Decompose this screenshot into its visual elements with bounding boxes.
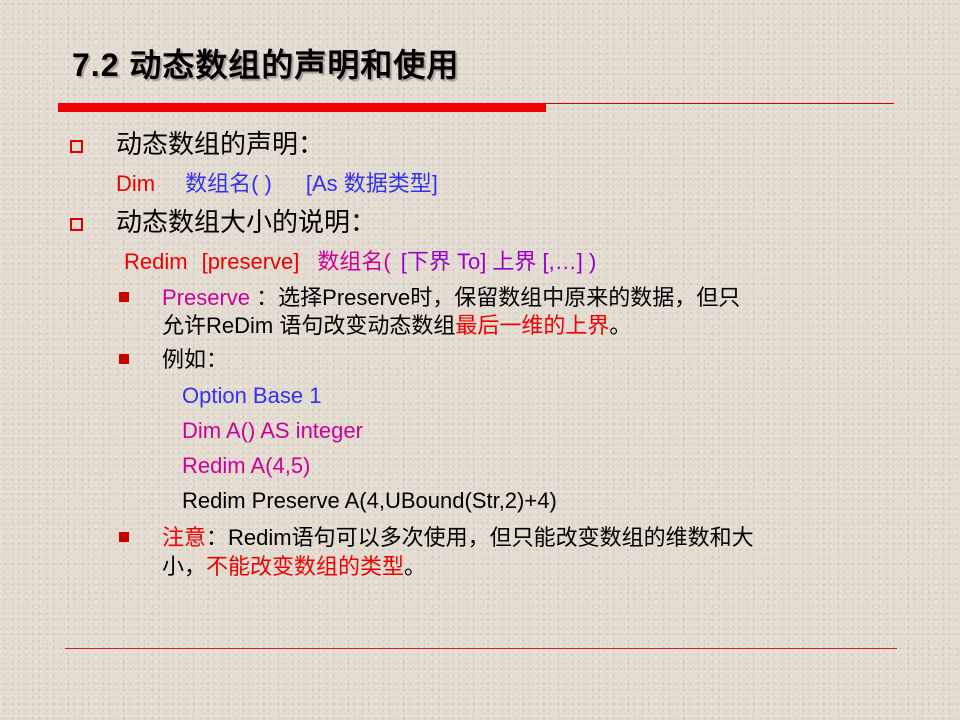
redim-syntax: Redim [preserve] 数组名( [下界 To] 上界 [,…] ) [124,249,596,274]
bullet-square-icon [119,292,129,302]
note-text-1: ：Redim语句可以多次使用，但只能改变数组的维数和大 [206,525,754,550]
dim-type-clause: [As 数据类型] [305,171,438,196]
title-underline-thin [546,103,894,104]
dim-array-name: 数组名( ) [185,171,272,196]
footer-rule [65,648,897,649]
page-title: 7.2 动态数组的声明和使用 [72,47,460,83]
section1-heading: 动态数组的声明： [116,130,325,160]
preserve-text-1: ：选择Preserve时，保留数组中原来的数据，但只 [250,285,741,310]
bullet-square-icon [119,532,129,542]
note-highlight: 不能改变数组的类型 [206,554,405,579]
section2-heading: 动态数组大小的说明： [116,208,377,238]
note-text-2-prefix: 小， [162,554,207,579]
note-label: 注意 [162,525,207,550]
note-line-1: 注意：Redim语句可以多次使用，但只能改变数组的维数和大 [162,525,754,550]
title-underline-thick [58,103,546,112]
preserve-end: 。 [609,313,632,338]
preserve-line-2: 允许ReDim 语句改变动态数组最后一维的上界。 [162,313,631,338]
example-label: 例如： [162,347,229,372]
redim-bounds: [下界 To] 上界 [,…] ) [400,249,597,274]
preserve-highlight: 最后一维的上界 [455,313,610,338]
code-line-4: Redim Preserve A(4,UBound(Str,2)+4) [182,488,557,513]
dim-keyword: Dim [116,171,156,196]
code-line-2: Dim A() AS integer [182,418,363,443]
redim-preserve-option: [preserve] [201,249,300,274]
preserve-line-1: Preserve ：选择Preserve时，保留数组中原来的数据，但只 [162,285,740,310]
dim-syntax: Dim 数组名( ) [As 数据类型] [116,171,438,196]
note-end: 。 [404,554,427,579]
bullet-box-icon [70,218,83,231]
preserve-term: Preserve [162,285,251,310]
note-line-2: 小，不能改变数组的类型。 [162,554,426,579]
code-line-3: Redim A(4,5) [182,453,311,478]
preserve-text-2: 允许ReDim 语句改变动态数组 [162,313,456,338]
redim-array-name: 数组名( [317,249,391,274]
bullet-square-icon [119,354,129,364]
redim-keyword: Redim [124,249,188,274]
bullet-box-icon [70,140,83,153]
code-line-1: Option Base 1 [182,383,322,408]
